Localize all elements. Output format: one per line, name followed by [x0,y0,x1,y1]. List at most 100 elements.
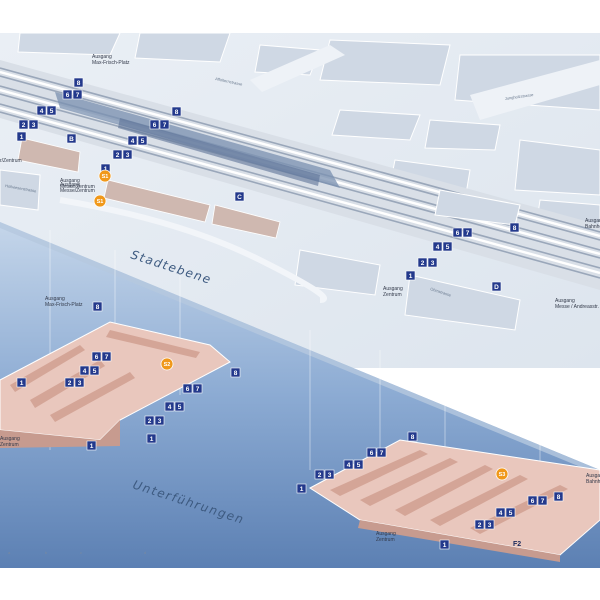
track-badge: 5 [442,241,453,252]
track-badge-box [112,149,123,160]
track-badge: 7 [192,383,203,394]
track-badge: 4 [432,241,443,252]
track-badge: 7 [159,119,170,130]
track-badge-label: 6 [531,498,535,505]
track-badge: 7 [101,351,112,362]
track-badge-label: 7 [380,450,384,457]
sbahn-marker-circle [495,467,509,481]
sbahn-marker-s3: S3 [495,467,509,481]
exit-label-line: Bahnhof [586,479,600,485]
sbahn-marker-circle [93,194,107,208]
track-badge-box [324,469,335,480]
underpass-right [309,439,600,562]
track-badge-box [46,105,57,116]
track-badge-box [366,447,377,458]
track-badge-label: 2 [421,260,425,267]
track-badge-label: 6 [370,450,374,457]
track-badge: 4 [36,105,47,116]
track-badge: 8 [509,222,520,233]
track-badge-box [527,495,538,506]
track-badge-label: 3 [32,122,36,129]
track-badge-label: 4 [131,138,135,145]
track-badge: 1 [146,433,157,444]
track-badge: C [234,191,245,202]
track-badge-box [101,351,112,362]
track-badge: 2 [18,119,29,130]
track-badge-label: 5 [141,138,145,145]
track-badge: 6 [366,447,377,458]
track-badge-label: 3 [158,418,162,425]
track-badge-box [72,89,83,100]
track-badge: 1 [296,483,307,494]
track-badge-box [432,241,443,252]
track-badge-label: 4 [168,404,172,411]
platform-text-line: Messe/Zentrum [60,184,95,190]
track-badge-label: 8 [234,370,238,377]
track-badge-label: 2 [318,472,322,479]
track-badge-label: 1 [104,166,108,173]
track-badge-label: 8 [77,80,81,87]
track-badge-box [92,301,103,312]
track-badge: 5 [353,459,364,470]
track-badge-box [73,77,84,88]
track-badge: 4 [164,401,175,412]
track-badge-box [474,519,485,530]
exit-label-line: Zentrum [383,292,402,298]
track-badge-box [144,415,155,426]
track-badge-label: 7 [541,498,545,505]
track-badge: 3 [324,469,335,480]
sbahn-marker-s1-b: S1 [93,194,107,208]
track-badge: 6 [182,383,193,394]
track-badge-box [164,401,175,412]
track-badge: 2 [474,519,485,530]
grid-label-d: d [144,550,146,555]
exit-label-line: Max-Frisch-Platz [92,60,130,66]
track-badge-box [439,539,450,550]
grid-label-c: c [80,550,82,555]
track-badge: 4 [79,365,90,376]
exit-label-line: Ausgang [383,286,403,292]
track-badge-label: 6 [95,354,99,361]
track-badge-box [64,377,75,388]
track-badge-box [491,281,502,292]
track-badge: 1 [16,377,27,388]
track-badge-box [91,351,102,362]
track-badge-box [146,433,157,444]
track-badge-box [407,431,418,442]
track-badge-box [505,507,516,518]
track-badge-label: 5 [357,462,361,469]
track-badge: 3 [122,149,133,160]
exit-label-bahnhof-right: AusgangBahnhof [586,473,600,485]
track-badge-box [353,459,364,470]
city-level-plane [0,32,600,368]
track-badge-box [149,119,160,130]
track-badge: 3 [427,257,438,268]
street-jungholzstrasse: Jungholzstrasse [504,92,534,101]
track-badge-label: 2 [22,122,26,129]
exit-label-line: Max-Frisch-Platz [45,302,83,308]
track-badge: 6 [149,119,160,130]
track-badge-label: 7 [466,230,470,237]
sbahn-marker-label: S2 [164,362,171,368]
grid-label-a: a [8,550,11,555]
track-badge-label: B [69,136,74,143]
track-badge: 5 [46,105,57,116]
track-badge-box [417,257,428,268]
track-badge-label: 4 [347,462,351,469]
track-badge-box [18,119,29,130]
track-badge-label: 3 [488,522,492,529]
level-marker: F2 [513,541,521,548]
track-badge-box [86,440,97,451]
track-badge-box [442,241,453,252]
street-labels: Affolternstrasse Jungholzstrasse Hofwies… [5,76,535,298]
track-badge-label: 1 [443,542,447,549]
track-badge-label: 8 [96,304,100,311]
track-badge-label: 6 [66,92,70,99]
track-badge-label: 8 [411,434,415,441]
track-badge-box [16,377,27,388]
track-badge: 7 [537,495,548,506]
track-badge: 3 [484,519,495,530]
